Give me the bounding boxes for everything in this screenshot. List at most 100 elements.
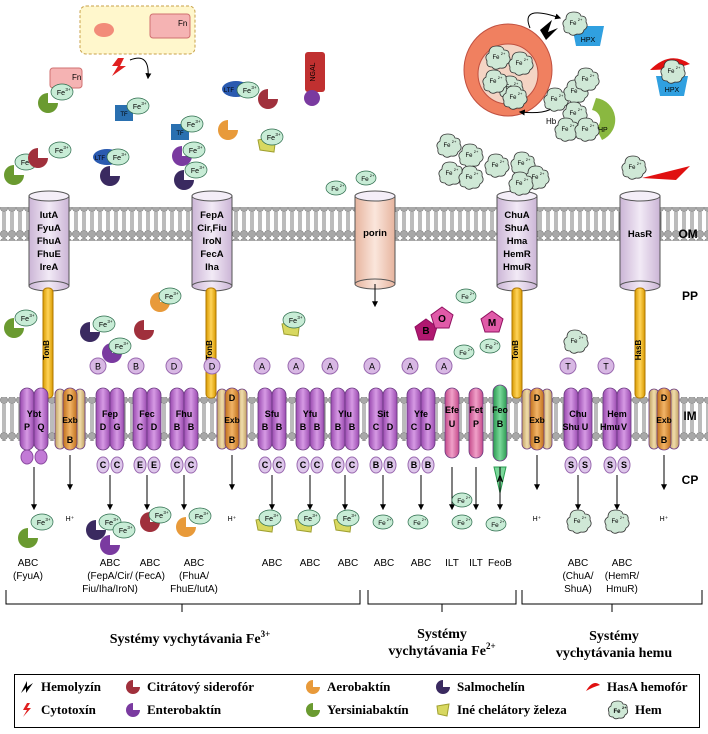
fe2-icon: Fe2+ xyxy=(325,180,347,196)
heme-icon: Fe 2+ xyxy=(607,700,629,720)
svg-text:2+: 2+ xyxy=(578,107,583,112)
periplasmic-binding-protein: D xyxy=(203,357,221,375)
svg-text:2+: 2+ xyxy=(387,517,392,522)
fe3-icon: Fe3+ xyxy=(126,97,150,115)
svg-text:Shu: Shu xyxy=(563,422,580,432)
svg-text:Fe: Fe xyxy=(37,520,45,527)
aerobactin-icon xyxy=(176,517,196,537)
svg-text:Fe: Fe xyxy=(113,155,121,162)
svg-text:3+: 3+ xyxy=(45,517,51,522)
receptor-label: FhuE xyxy=(37,249,61,260)
salmochelin-icon xyxy=(86,520,106,540)
receptor-label: ShuA xyxy=(505,223,530,234)
periplasmic-binding-protein: T xyxy=(559,357,577,375)
svg-text:T: T xyxy=(603,362,609,372)
svg-text:Fe: Fe xyxy=(191,168,199,175)
fe3-icon: Fe3+ xyxy=(282,311,306,329)
svg-text:D: D xyxy=(209,362,216,372)
svg-text:Fe: Fe xyxy=(265,516,273,523)
system-label-abc8: ABC xyxy=(374,558,395,569)
svg-text:2+: 2+ xyxy=(622,705,627,710)
svg-text:2+: 2+ xyxy=(466,517,471,522)
periplasmic-binding-protein: A xyxy=(363,357,381,375)
host-organelle xyxy=(94,23,114,37)
svg-text:Fe: Fe xyxy=(573,519,581,525)
svg-text:C: C xyxy=(314,460,321,470)
svg-text:2+: 2+ xyxy=(454,167,459,172)
svg-text:Fe: Fe xyxy=(570,89,578,95)
svg-text:ILT: ILT xyxy=(445,558,459,569)
svg-text:Exb: Exb xyxy=(529,415,545,425)
system-label-abc6: ABC xyxy=(300,558,321,569)
fe3-icon: Fe3+ xyxy=(260,128,284,146)
periplasmic-binding-protein: B xyxy=(89,357,107,375)
svg-text:Fe: Fe xyxy=(378,520,386,527)
svg-text:V: V xyxy=(621,422,627,432)
svg-text:FeoB: FeoB xyxy=(488,558,512,569)
citrate-siderophore-icon xyxy=(28,148,48,168)
svg-text:A: A xyxy=(407,362,413,372)
svg-text:C: C xyxy=(349,460,356,470)
svg-text:2+: 2+ xyxy=(498,75,503,80)
svg-text:2+: 2+ xyxy=(340,183,345,188)
svg-text:ABC: ABC xyxy=(568,558,589,569)
svg-text:Fe: Fe xyxy=(361,176,369,183)
svg-text:(FyuA): (FyuA) xyxy=(13,571,43,582)
lysis-arrow xyxy=(527,12,562,29)
svg-text:2+: 2+ xyxy=(559,93,564,98)
svg-text:3+: 3+ xyxy=(275,132,281,137)
svg-text:2+: 2+ xyxy=(579,335,584,340)
heme-icon: Fe2+ xyxy=(482,69,508,94)
svg-text:Fe: Fe xyxy=(289,318,297,325)
periplasmic-binding-protein: T xyxy=(597,357,615,375)
svg-text:Fe: Fe xyxy=(55,148,63,155)
svg-text:C: C xyxy=(411,422,418,432)
svg-text:2+: 2+ xyxy=(500,519,505,524)
receptor-label: HasR xyxy=(628,229,652,240)
svg-text:C: C xyxy=(276,460,283,470)
svg-text:Fe: Fe xyxy=(155,513,163,520)
svg-text:Fe: Fe xyxy=(457,498,465,505)
enterobactin-icon xyxy=(126,703,140,717)
receptor-label: FecA xyxy=(200,249,223,260)
svg-text:Fe: Fe xyxy=(491,522,499,529)
svg-text:A: A xyxy=(441,362,447,372)
svg-text:Fe: Fe xyxy=(491,163,499,169)
receptor-label: porin xyxy=(363,228,387,239)
enterobactin-icon xyxy=(172,146,192,166)
svg-text:2+: 2+ xyxy=(474,149,479,154)
svg-text:D: D xyxy=(229,393,236,403)
svg-text:B: B xyxy=(300,422,307,432)
receptor-label: IreA xyxy=(40,262,59,273)
svg-text:P: P xyxy=(473,419,479,429)
svg-text:3+: 3+ xyxy=(123,341,129,346)
legend: Hemolyzín Cytotoxín Citrátový siderofór … xyxy=(14,674,700,728)
svg-text:B: B xyxy=(373,460,380,470)
heme-icon: Fe2+ xyxy=(562,11,588,36)
svg-text:ABC: ABC xyxy=(338,558,359,569)
svg-text:B: B xyxy=(425,460,432,470)
svg-text:T: T xyxy=(565,362,571,372)
svg-text:C: C xyxy=(188,460,195,470)
svg-text:3+: 3+ xyxy=(107,319,113,324)
fe3-icon: Fe3+ xyxy=(148,506,172,524)
heme-icon: Fe2+ xyxy=(508,51,534,76)
fe3-icon: Fe3+ xyxy=(336,509,360,527)
svg-text:3+: 3+ xyxy=(312,513,318,518)
group-label-fe3: Systémy vychytávania Fe3+ xyxy=(110,629,271,647)
tonb-0: TonB xyxy=(42,287,54,399)
svg-text:B: B xyxy=(335,422,342,432)
periplasmic-binding-protein: A xyxy=(435,357,453,375)
svg-text:3+: 3+ xyxy=(127,525,133,530)
svg-text:2+: 2+ xyxy=(524,177,529,182)
svg-text:B: B xyxy=(314,422,321,432)
yersiniabactin-icon xyxy=(306,703,320,717)
svg-text:HasB: HasB xyxy=(634,340,643,361)
svg-text:C: C xyxy=(262,460,269,470)
svg-text:Fe: Fe xyxy=(457,520,465,527)
